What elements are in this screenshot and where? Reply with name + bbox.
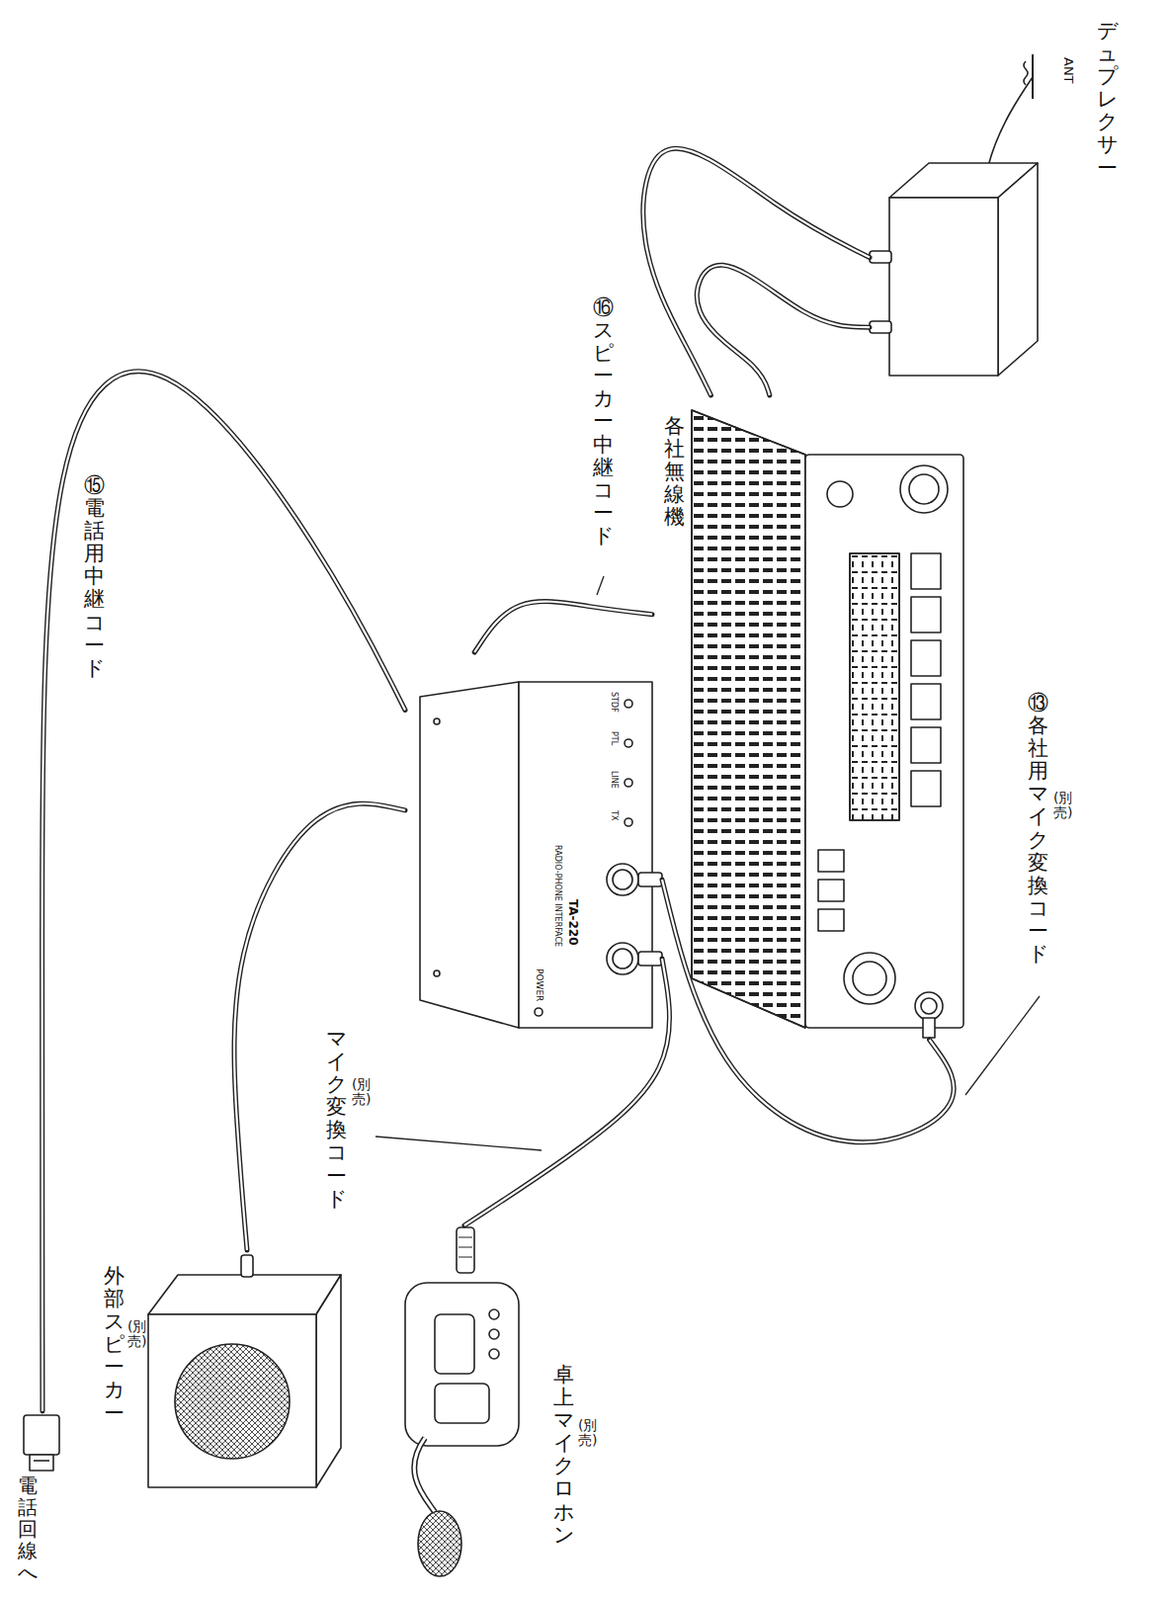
cable-connector [643, 148, 870, 396]
callout-label: ⑬ 各社用マイク変換コード [1027, 691, 1049, 966]
antenna-symbol [988, 54, 1033, 167]
note-label: (別売) [1053, 790, 1068, 822]
panel-label: LINE [609, 770, 618, 789]
part-label: マイク変換コード [326, 1027, 347, 1211]
cable [234, 803, 406, 1251]
external-speaker: 外部スピーカー(別売) [93, 1250, 341, 1498]
device-label: 各社無線機 [664, 415, 685, 529]
device-label: 外部スピーカー [103, 1264, 125, 1425]
speaker-drawing [148, 1254, 341, 1488]
antenna-label: ANT [1062, 57, 1076, 84]
cable-core [643, 148, 870, 396]
cable-core [464, 958, 670, 1226]
cable [696, 264, 870, 396]
cable-connector [696, 264, 870, 396]
phone-plug: 電話回線へ [9, 1411, 76, 1593]
note-label: (別売) [351, 1077, 366, 1108]
cable [643, 148, 870, 396]
panel-label: RADIO-PHONE INTERFACE [553, 844, 562, 947]
device-label: 卓上マイクロホン [553, 1363, 575, 1547]
callout-label: ⑯ スピーカー中継コード [592, 296, 614, 548]
cable-core [662, 879, 954, 1143]
device-label: 電話回線へ [17, 1474, 38, 1584]
cable-connector [234, 803, 406, 1251]
microphone-drawing [405, 1227, 519, 1577]
cable-connector [42, 371, 406, 1412]
phone-plug-drawing [23, 1415, 60, 1471]
cable [474, 601, 653, 653]
cable [464, 958, 670, 1226]
leader-lines [375, 576, 1040, 1151]
cable-connector [662, 879, 954, 1143]
cable [42, 371, 406, 1412]
radio-unit: 各社無線機 [652, 395, 979, 1040]
radio-unit-drawing [691, 410, 964, 1038]
cable-connector [464, 958, 670, 1226]
panel-label: PTL [609, 731, 618, 746]
duplexer-box: デュプレクサー [869, 14, 1137, 383]
panel-label: TX [609, 810, 618, 821]
cable-core [474, 601, 653, 653]
cable [662, 879, 954, 1143]
cable-core [696, 264, 870, 396]
device-label: (別売) [578, 1418, 592, 1449]
cable-core [234, 803, 406, 1251]
desk-microphone: 卓上マイクロホン(別売) [385, 1225, 605, 1593]
interface-unit: POWER RADIO-PHONE INTERFACE TA-220 STDF PTL L… [405, 652, 663, 1038]
panel-label: TA-220 [567, 899, 580, 946]
callout-label: ⑮ 電話用中継コード [83, 474, 105, 680]
duplexer-box [869, 163, 1038, 376]
device-label: (別売) [127, 1319, 142, 1350]
device-label: デュプレクサー [1096, 19, 1118, 180]
cable-connector [474, 601, 653, 653]
panel-label: POWER [534, 968, 544, 1002]
cable-core [42, 371, 406, 1412]
panel-label: STDF [609, 691, 618, 713]
interface-unit-drawing [419, 681, 663, 1028]
